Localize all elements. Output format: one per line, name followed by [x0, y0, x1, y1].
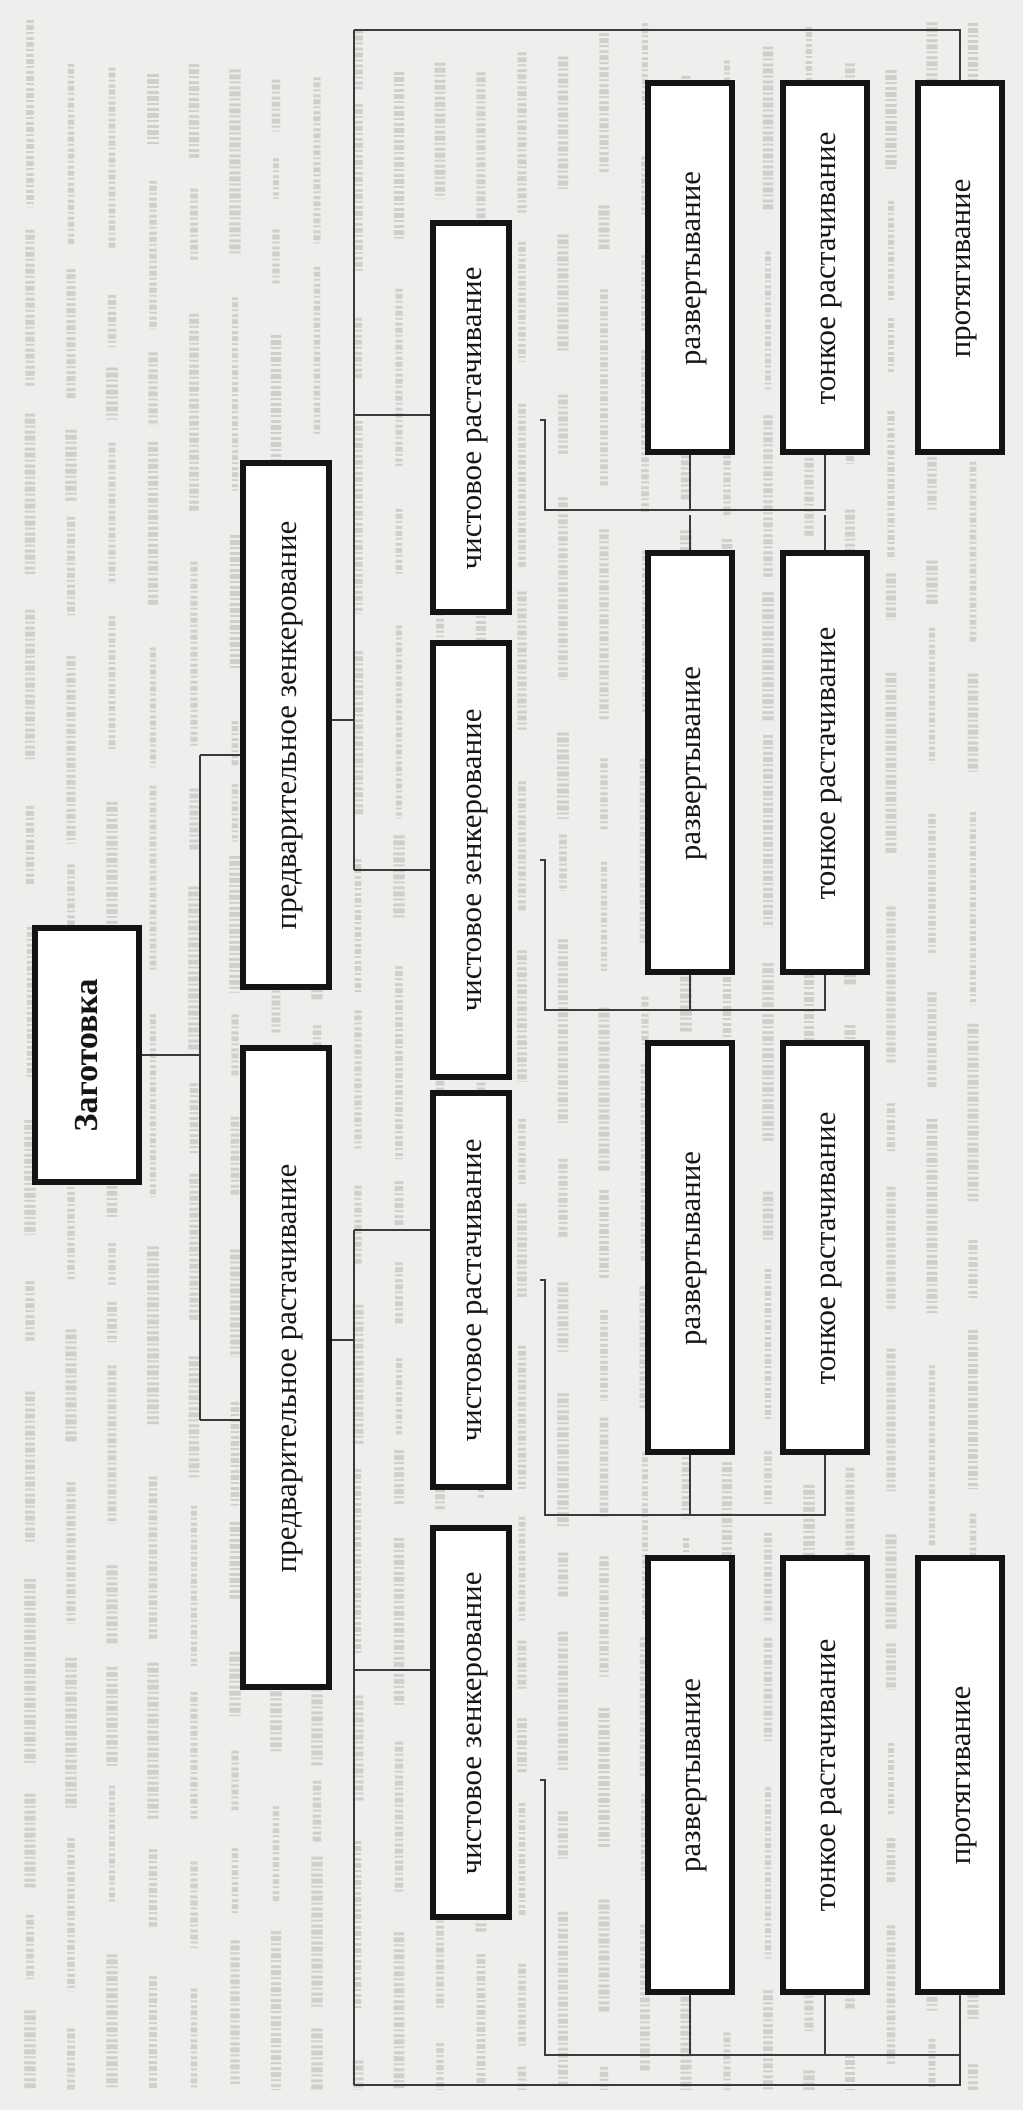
reaming-node-d: развертывание: [645, 1555, 735, 1995]
finish-countersinking-node-d: чистовое зенкерование: [430, 1525, 512, 1920]
fine-boring-node-c: тонкое растачивание: [780, 1040, 870, 1455]
broaching-label-a: протягивание: [942, 178, 977, 357]
reaming-node-a: развертывание: [645, 80, 735, 455]
finish-boring-label-a: чистовое растачивание: [453, 266, 488, 569]
finish-boring-node-c: чистовое растачивание: [430, 1090, 512, 1490]
broaching-label-d: протягивание: [942, 1685, 977, 1865]
connector-group-a-out: [540, 419, 826, 511]
root-node-label: Заготовка: [68, 978, 105, 1132]
reaming-label-a: развертывание: [672, 170, 707, 365]
finish-boring-node-a: чистовое растачивание: [430, 220, 512, 615]
connector-group-d-out: [540, 1779, 961, 2056]
reaming-node-c: развертывание: [645, 1040, 735, 1455]
broaching-node-d: протягивание: [915, 1555, 1005, 1995]
connector-bottom-frame: [354, 1995, 961, 2086]
fine-boring-label-c: тонкое растачивание: [807, 1111, 842, 1384]
connector-group-b-top: [689, 515, 826, 550]
root-node: Заготовка: [32, 925, 142, 1185]
fine-boring-node-b: тонкое растачивание: [780, 550, 870, 975]
finish-countersinking-node-b: чистовое зенкерование: [430, 640, 512, 1080]
finish-countersinking-label-b: чистовое зенкерование: [453, 708, 488, 1012]
connector-group-c-out: [540, 1279, 826, 1516]
fine-boring-label-a: тонкое растачивание: [807, 131, 842, 404]
fine-boring-label-b: тонкое растачивание: [807, 626, 842, 899]
connector-group-b-out: [540, 859, 826, 1011]
reaming-label-d: развертывание: [672, 1677, 707, 1873]
connector-top-frame: [354, 29, 961, 80]
pre-boring-node: предварительное растачивание: [240, 1045, 332, 1690]
pre-countersinking-label: предварительное зенкерование: [268, 520, 303, 930]
pre-countersinking-node: предварительное зенкерование: [240, 460, 332, 990]
fine-boring-node-a: тонкое растачивание: [780, 80, 870, 455]
pre-boring-label: предварительное растачивание: [268, 1163, 303, 1572]
reaming-node-b: развертывание: [645, 550, 735, 975]
finish-countersinking-label-d: чистовое зенкерование: [453, 1571, 488, 1874]
broaching-node-a: протягивание: [915, 80, 1005, 455]
reaming-label-b: развертывание: [672, 665, 707, 860]
fine-boring-node-d: тонкое растачивание: [780, 1555, 870, 1995]
fine-boring-label-d: тонкое растачивание: [807, 1638, 842, 1912]
finish-boring-label-c: чистовое растачивание: [453, 1138, 488, 1442]
reaming-label-c: развертывание: [672, 1150, 707, 1345]
